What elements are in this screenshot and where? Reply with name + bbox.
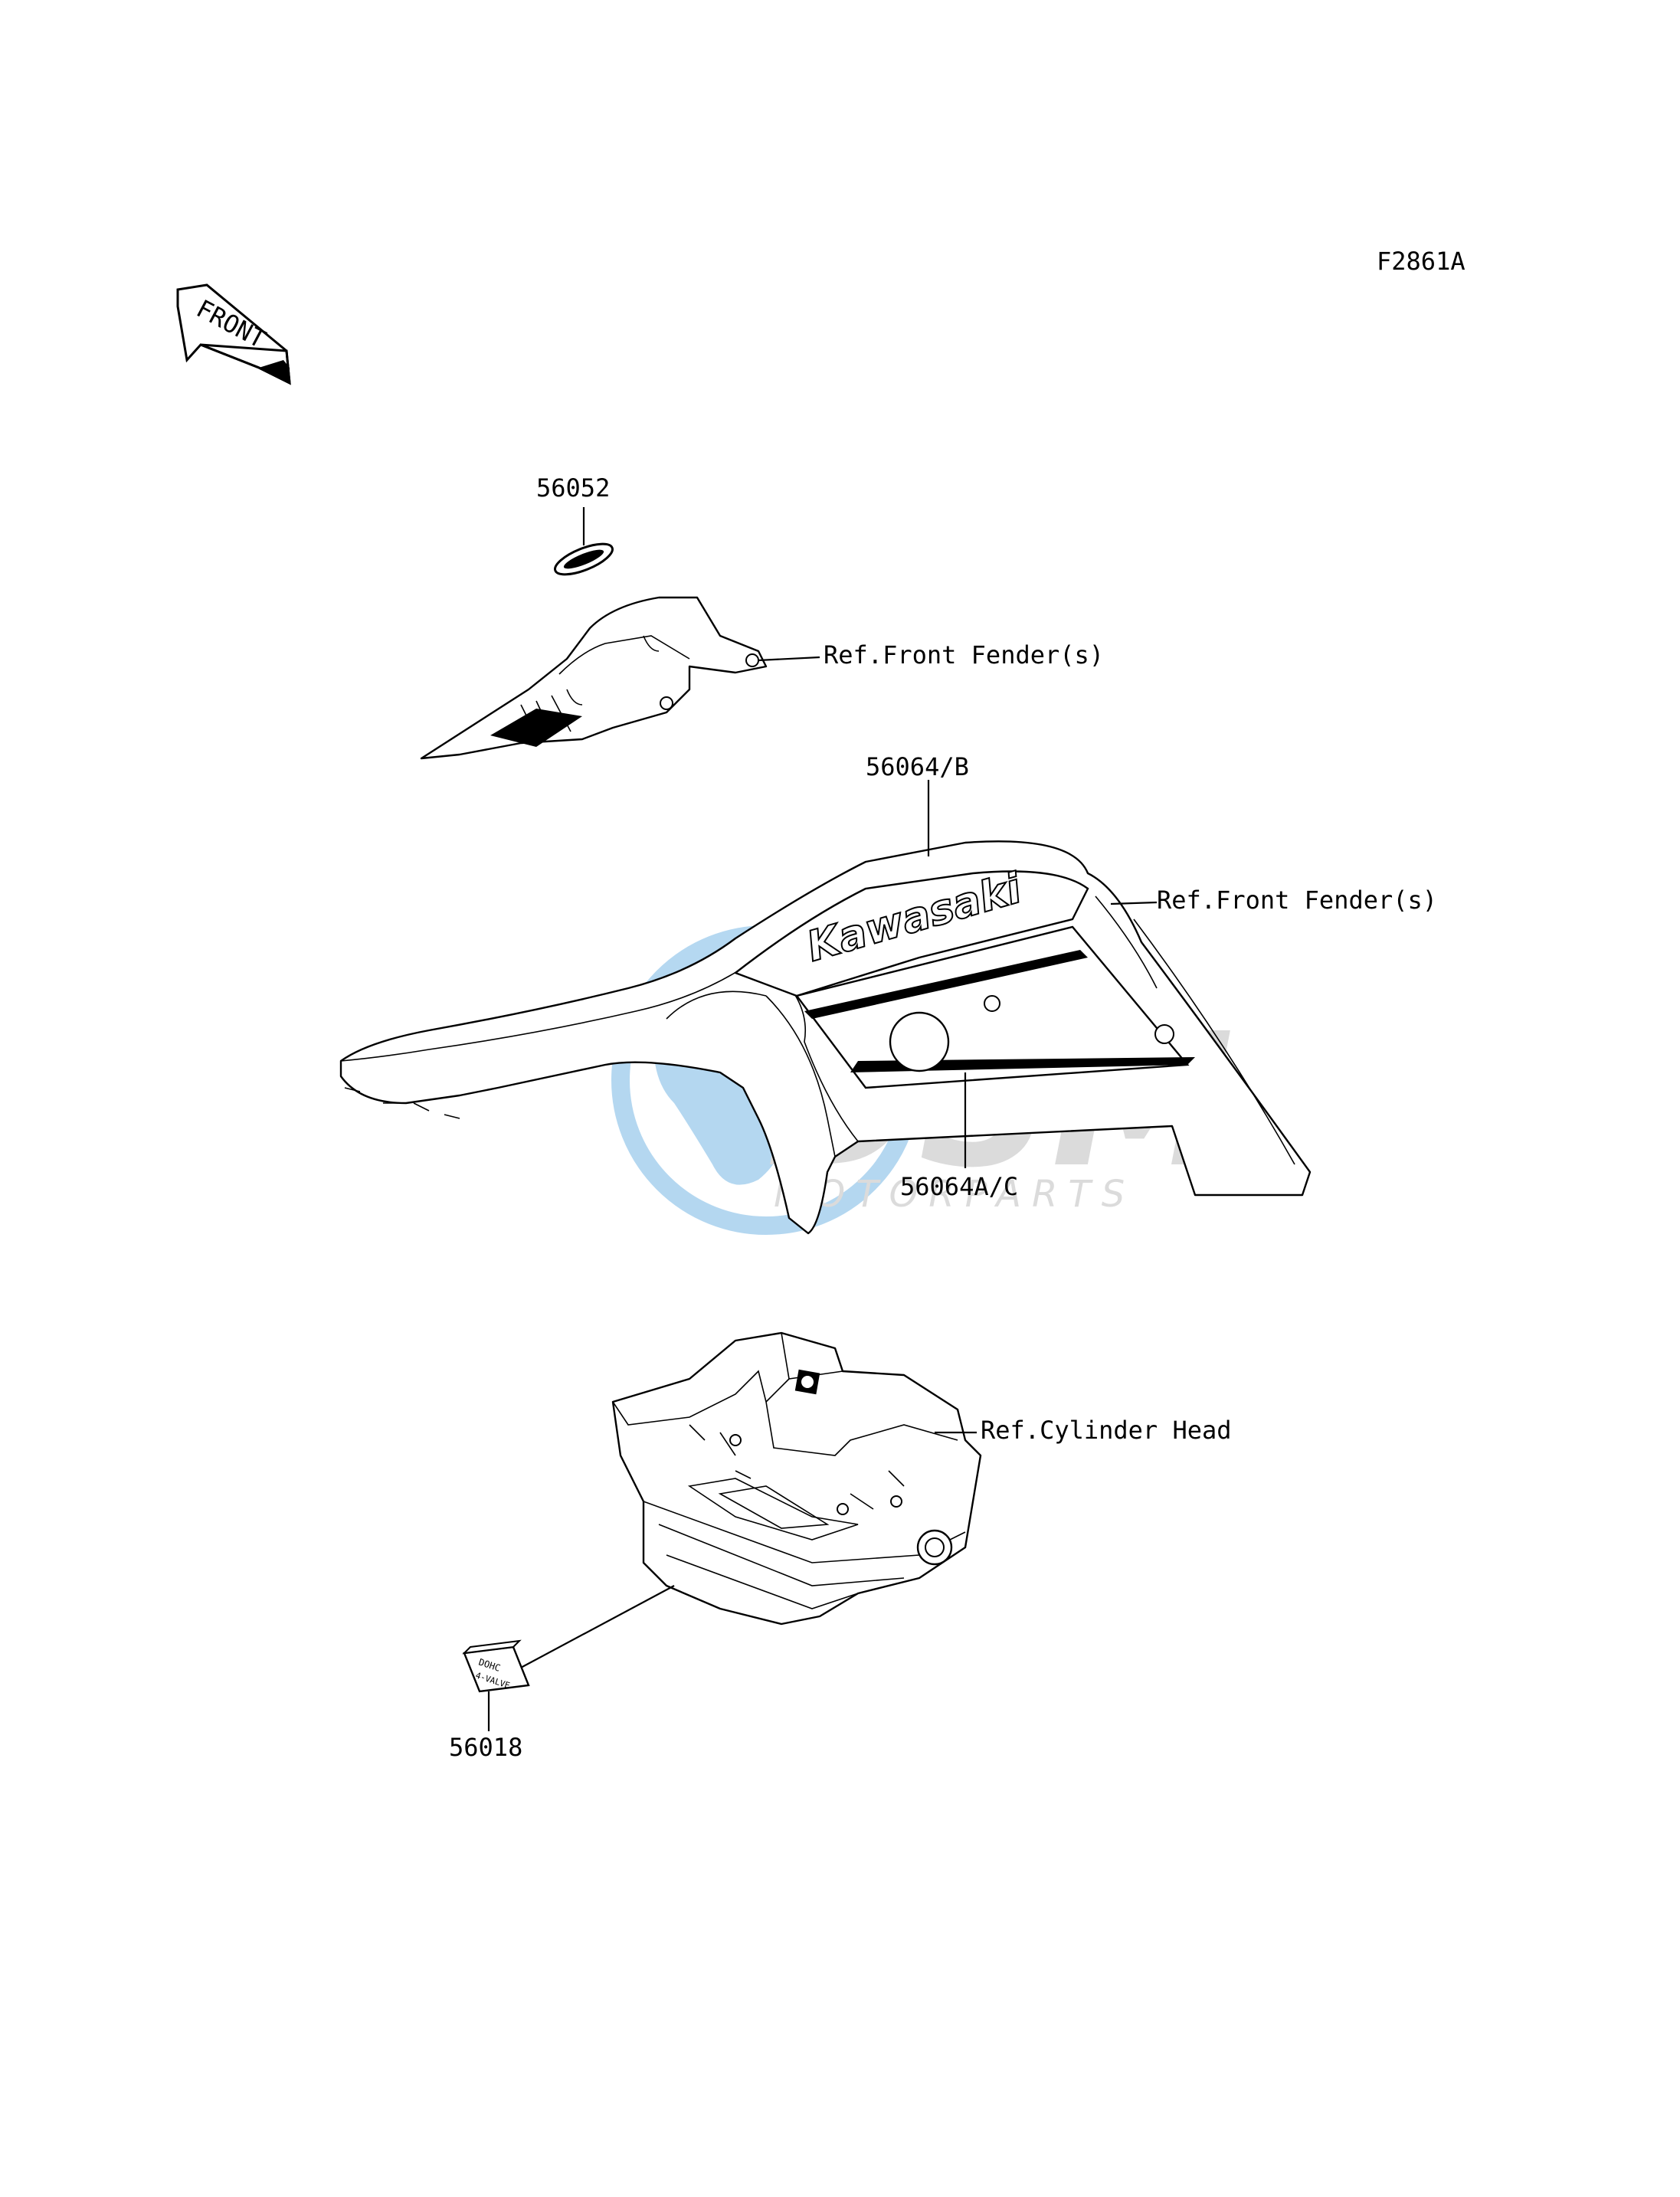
front-fender-part: Kawasaki 56064/B Ref.Front Fender(s) 560…	[339, 752, 1437, 1235]
figure-code: F2861A	[1377, 247, 1465, 276]
ref-front-fender-1: Ref.Front Fender(s)	[824, 640, 1104, 670]
cylinder-head-part: Ref.Cylinder Head	[611, 1331, 1232, 1626]
part-number-56064-ac: 56064A/C	[900, 1172, 1018, 1201]
front-arrow-icon: FRONT	[176, 283, 291, 385]
watermark-subtitle: MOTORPARTS	[774, 1173, 1135, 1216]
ref-cylinder-head: Ref.Cylinder Head	[981, 1416, 1232, 1445]
part-56018-plate: DOHC 4-VALVE 56018	[449, 1585, 675, 1762]
part-56052-emblem: 56052	[536, 473, 614, 576]
part-number-56052: 56052	[536, 473, 610, 503]
upper-fender-part: Ref.Front Fender(s)	[420, 596, 1104, 760]
ref-front-fender-2: Ref.Front Fender(s)	[1157, 886, 1437, 915]
part-number-56018: 56018	[449, 1733, 522, 1762]
part-number-56064-b: 56064/B	[866, 752, 969, 781]
